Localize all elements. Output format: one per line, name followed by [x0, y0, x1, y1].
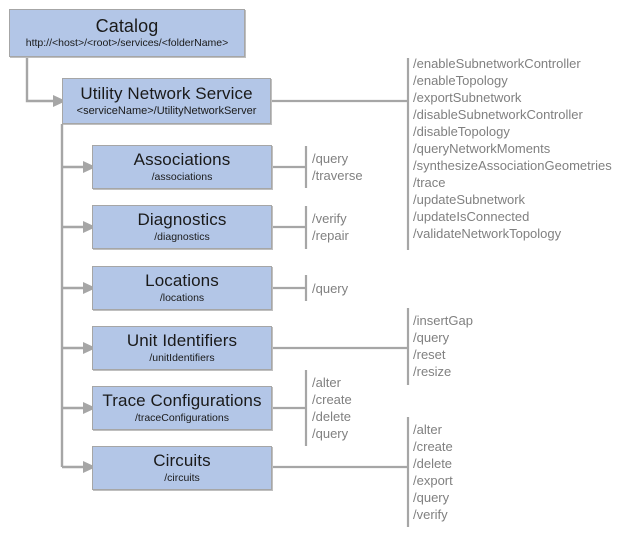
node-catalog[interactable]: Catalog http://<host>/<root>/services/<f…: [9, 9, 245, 57]
operation-item[interactable]: /synthesizeAssociationGeometries: [413, 158, 612, 173]
node-unit-identifiers[interactable]: Unit Identifiers /unitIdentifiers: [92, 326, 272, 370]
operation-item[interactable]: /query: [413, 490, 450, 505]
operation-item[interactable]: /query: [312, 281, 349, 296]
node-trace-configurations[interactable]: Trace Configurations /traceConfiguration…: [92, 386, 272, 430]
operation-item[interactable]: /query: [312, 151, 349, 166]
operation-item[interactable]: /delete: [413, 456, 453, 471]
node-catalog-title: Catalog: [95, 16, 159, 36]
operation-item[interactable]: /queryNetworkMoments: [413, 141, 551, 156]
operations-list-associations: /query /traverse: [312, 150, 363, 184]
ops-group-bars: [304, 58, 410, 527]
operation-item[interactable]: /verify: [413, 507, 448, 522]
node-locations-title: Locations: [145, 271, 219, 290]
operations-list-circuits: /alter /create /delete /export /query /v…: [413, 421, 453, 523]
node-circuits[interactable]: Circuits /circuits: [92, 446, 272, 490]
node-associations-path: /associations: [151, 171, 213, 183]
node-unit-identifiers-title: Unit Identifiers: [126, 331, 238, 350]
operation-item[interactable]: /alter: [312, 375, 341, 390]
operation-item[interactable]: /traverse: [312, 168, 363, 183]
operation-item[interactable]: /verify: [312, 211, 347, 226]
operation-item[interactable]: /disableTopology: [413, 124, 510, 139]
operation-item[interactable]: /delete: [312, 409, 352, 424]
node-associations[interactable]: Associations /associations: [92, 145, 272, 189]
operation-item[interactable]: /enableSubnetworkController: [413, 56, 581, 71]
node-circuits-title: Circuits: [153, 451, 211, 470]
operation-item[interactable]: /create: [312, 392, 352, 407]
operation-item[interactable]: /query: [413, 330, 450, 345]
operation-item[interactable]: /enableTopology: [413, 73, 508, 88]
operation-item[interactable]: /repair: [312, 228, 349, 243]
node-trace-configurations-path: /traceConfigurations: [135, 412, 229, 424]
node-utility-network-service-path: <serviceName>/UtilityNetworkServer: [76, 105, 257, 117]
node-locations-path: /locations: [159, 292, 205, 304]
node-diagnostics-title: Diagnostics: [137, 210, 227, 229]
node-circuits-path: /circuits: [164, 472, 200, 484]
operation-item[interactable]: /disableSubnetworkController: [413, 107, 583, 122]
operation-item[interactable]: /trace: [413, 175, 446, 190]
operations-list-trace-configurations: /alter /create /delete /query: [312, 374, 352, 442]
operation-item[interactable]: /alter: [413, 422, 442, 437]
operation-item[interactable]: /create: [413, 439, 453, 454]
operations-list-diagnostics: /verify /repair: [312, 210, 349, 244]
operation-item[interactable]: /resize: [413, 364, 452, 379]
node-diagnostics[interactable]: Diagnostics /diagnostics: [92, 205, 272, 249]
node-unit-identifiers-path: /unitIdentifiers: [149, 352, 215, 364]
operation-item[interactable]: /export: [413, 473, 453, 488]
operation-item[interactable]: /validateNetworkTopology: [413, 226, 562, 241]
connector-arrowheads: [53, 95, 96, 473]
node-utility-network-service-title: Utility Network Service: [80, 84, 253, 103]
node-diagnostics-path: /diagnostics: [154, 231, 210, 243]
connector-catalog-to-service: [25, 57, 53, 103]
operations-list-locations: /query: [312, 280, 348, 297]
operation-item[interactable]: /query: [312, 426, 349, 441]
node-associations-title: Associations: [133, 150, 231, 169]
operation-item[interactable]: /exportSubnetwork: [413, 90, 522, 105]
node-locations[interactable]: Locations /locations: [92, 266, 272, 310]
node-utility-network-service[interactable]: Utility Network Service <serviceName>/Ut…: [62, 78, 271, 124]
operation-item[interactable]: /updateIsConnected: [413, 209, 530, 224]
operations-list-unit-identifiers: /insertGap /query /reset /resize: [413, 312, 473, 380]
operation-item[interactable]: /updateSubnetwork: [413, 192, 526, 207]
node-trace-configurations-title: Trace Configurations: [102, 391, 262, 410]
operation-item[interactable]: /insertGap: [413, 313, 473, 328]
operation-item[interactable]: /reset: [413, 347, 446, 362]
operations-list-utility-network-service: /enableSubnetworkController /enableTopol…: [413, 55, 612, 242]
node-catalog-path: http://<host>/<root>/services/<folderNam…: [25, 37, 229, 49]
